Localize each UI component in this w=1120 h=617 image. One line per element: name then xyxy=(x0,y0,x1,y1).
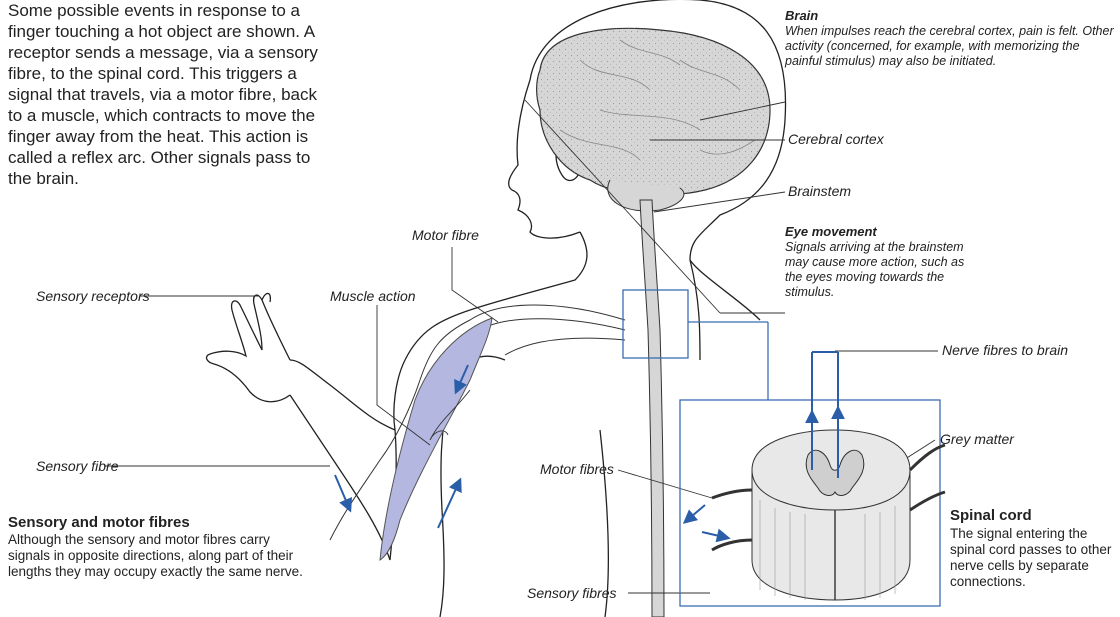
label-muscle-action: Muscle action xyxy=(330,289,416,304)
label-grey-matter: Grey matter xyxy=(940,432,1014,447)
eye-note-title: Eye movement xyxy=(785,224,877,239)
spinal-note-body: The signal entering the spinal cord pass… xyxy=(950,526,1115,590)
brain xyxy=(537,28,770,211)
label-motor-fibre: Motor fibre xyxy=(412,228,479,243)
biceps-muscle xyxy=(380,318,492,560)
label-sensory-fibre: Sensory fibre xyxy=(36,459,118,474)
brain-note-body: When impulses reach the cerebral cortex,… xyxy=(785,24,1115,69)
fibres-note-title: Sensory and motor fibres xyxy=(8,514,190,531)
fibres-note-body: Although the sensory and motor fibres ca… xyxy=(8,532,308,580)
eye-note-body: Signals arriving at the brainstem may ca… xyxy=(785,240,980,300)
label-sensory-fibres: Sensory fibres xyxy=(527,586,616,601)
spinal-cord-column xyxy=(640,200,664,617)
label-nerve-fibres-to-brain: Nerve fibres to brain xyxy=(942,343,1068,358)
label-brainstem: Brainstem xyxy=(788,184,851,199)
label-sensory-receptors: Sensory receptors xyxy=(36,289,150,304)
spinal-note-title: Spinal cord xyxy=(950,507,1032,524)
brain-note-title: Brain xyxy=(785,8,818,23)
intro-text: Some possible events in response to a fi… xyxy=(8,0,333,189)
label-motor-fibres: Motor fibres xyxy=(540,462,614,477)
label-cerebral-cortex: Cerebral cortex xyxy=(788,132,884,147)
hand xyxy=(207,295,290,402)
